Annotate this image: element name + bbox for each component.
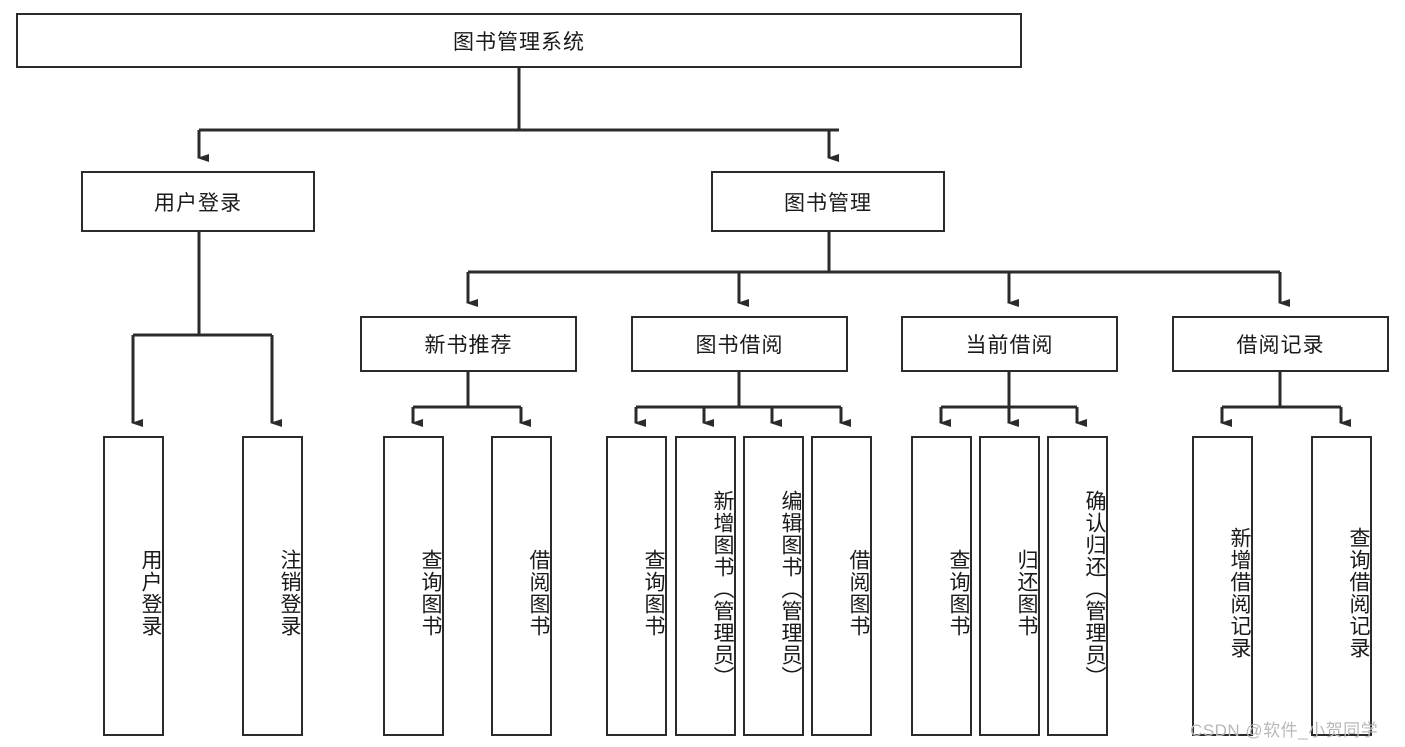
leaf-query-book-2[interactable]: 查询图书 (606, 436, 667, 736)
leaf-query-book-2-label: 查询图书 (642, 549, 665, 637)
leaf-borrow-book-1[interactable]: 借阅图书 (491, 436, 552, 736)
leaf-return-book[interactable]: 归还图书 (979, 436, 1040, 736)
node-book-borrow-label: 图书借阅 (695, 334, 784, 357)
leaf-query-book-3[interactable]: 查询图书 (911, 436, 972, 736)
csdn-watermark: CSDN @软件_小贺同学 (1190, 721, 1379, 740)
node-user-login-label: 用户登录 (154, 191, 242, 215)
leaf-add-record-label: 新增借阅记录 (1228, 527, 1251, 659)
leaf-edit-book[interactable]: 编辑图书（管理员） (743, 436, 804, 736)
node-root-label: 图书管理系统 (453, 30, 585, 54)
leaf-user-login[interactable]: 用户登录 (103, 436, 164, 736)
leaf-add-book-label: 新增图书（管理员） (711, 490, 734, 688)
leaf-logout[interactable]: 注销登录 (242, 436, 303, 736)
leaf-confirm-return[interactable]: 确认归还（管理员） (1047, 436, 1108, 736)
node-current-borrow-label: 当前借阅 (965, 334, 1054, 357)
leaf-confirm-return-label: 确认归还（管理员） (1083, 490, 1106, 688)
node-borrow-record-label: 借阅记录 (1236, 334, 1325, 357)
node-book-borrow[interactable]: 图书借阅 (631, 316, 848, 372)
leaf-return-book-label: 归还图书 (1015, 549, 1038, 637)
leaf-add-book[interactable]: 新增图书（管理员） (675, 436, 736, 736)
leaf-logout-label: 注销登录 (278, 549, 301, 637)
leaf-borrow-book-1-label: 借阅图书 (527, 549, 550, 637)
leaf-borrow-book-2[interactable]: 借阅图书 (811, 436, 872, 736)
leaf-query-record[interactable]: 查询借阅记录 (1311, 436, 1372, 736)
node-user-login[interactable]: 用户登录 (81, 171, 315, 232)
leaf-query-book-1[interactable]: 查询图书 (383, 436, 444, 736)
node-book-manage-label: 图书管理 (784, 191, 872, 215)
leaf-add-record[interactable]: 新增借阅记录 (1192, 436, 1253, 736)
node-new-book-recommend-label: 新书推荐 (424, 334, 513, 357)
leaf-query-book-3-label: 查询图书 (947, 549, 970, 637)
leaf-borrow-book-2-label: 借阅图书 (847, 549, 870, 637)
node-root[interactable]: 图书管理系统 (16, 13, 1022, 68)
leaf-user-login-label: 用户登录 (139, 549, 162, 637)
node-book-manage[interactable]: 图书管理 (711, 171, 945, 232)
leaf-edit-book-label: 编辑图书（管理员） (779, 490, 802, 688)
leaf-query-book-1-label: 查询图书 (419, 549, 442, 637)
node-new-book-recommend[interactable]: 新书推荐 (360, 316, 577, 372)
node-current-borrow[interactable]: 当前借阅 (901, 316, 1118, 372)
node-borrow-record[interactable]: 借阅记录 (1172, 316, 1389, 372)
leaf-query-record-label: 查询借阅记录 (1347, 527, 1370, 659)
